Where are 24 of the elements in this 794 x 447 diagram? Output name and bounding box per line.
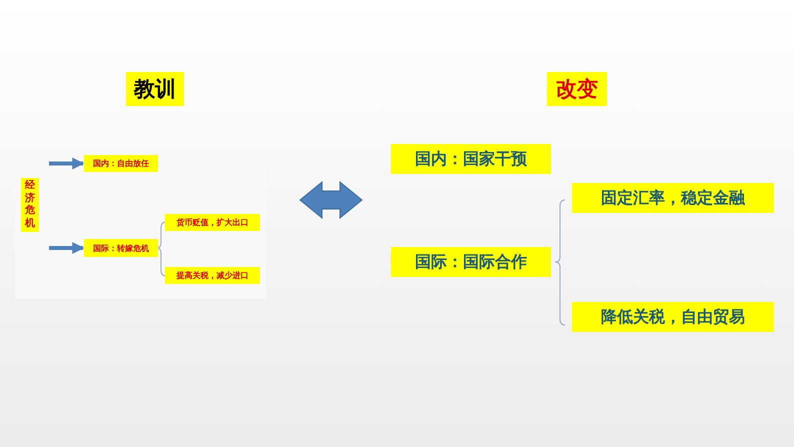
label-text: 提高关税，减少进口 <box>176 270 248 281</box>
label-text: 国际：国际合作 <box>415 252 527 272</box>
label-box <box>391 247 551 277</box>
label-box <box>84 155 158 172</box>
label-text: 教训 <box>134 76 176 103</box>
arrow <box>49 158 84 170</box>
label-box <box>572 302 774 332</box>
label-box <box>572 183 774 213</box>
heading-box <box>547 72 607 106</box>
label-box <box>84 239 158 257</box>
label-text: 国际：转嫁危机 <box>93 242 149 254</box>
label-text: 降低关税，自由贸易 <box>601 306 745 328</box>
label-box <box>165 214 260 231</box>
label-text: 国内：自由放任 <box>93 158 149 169</box>
label-box <box>165 267 260 284</box>
label-text: 固定汇率，稳定金融 <box>601 188 745 208</box>
label-text: 改变 <box>556 76 598 103</box>
arrow <box>49 242 84 254</box>
heading-box <box>126 72 184 106</box>
label-box <box>21 178 39 232</box>
label-text: 国内：国家干预 <box>415 148 527 170</box>
label-box <box>391 144 551 174</box>
label-text: 货币贬值，扩大出口 <box>176 217 248 228</box>
label-text: 经济危机 <box>25 180 35 230</box>
